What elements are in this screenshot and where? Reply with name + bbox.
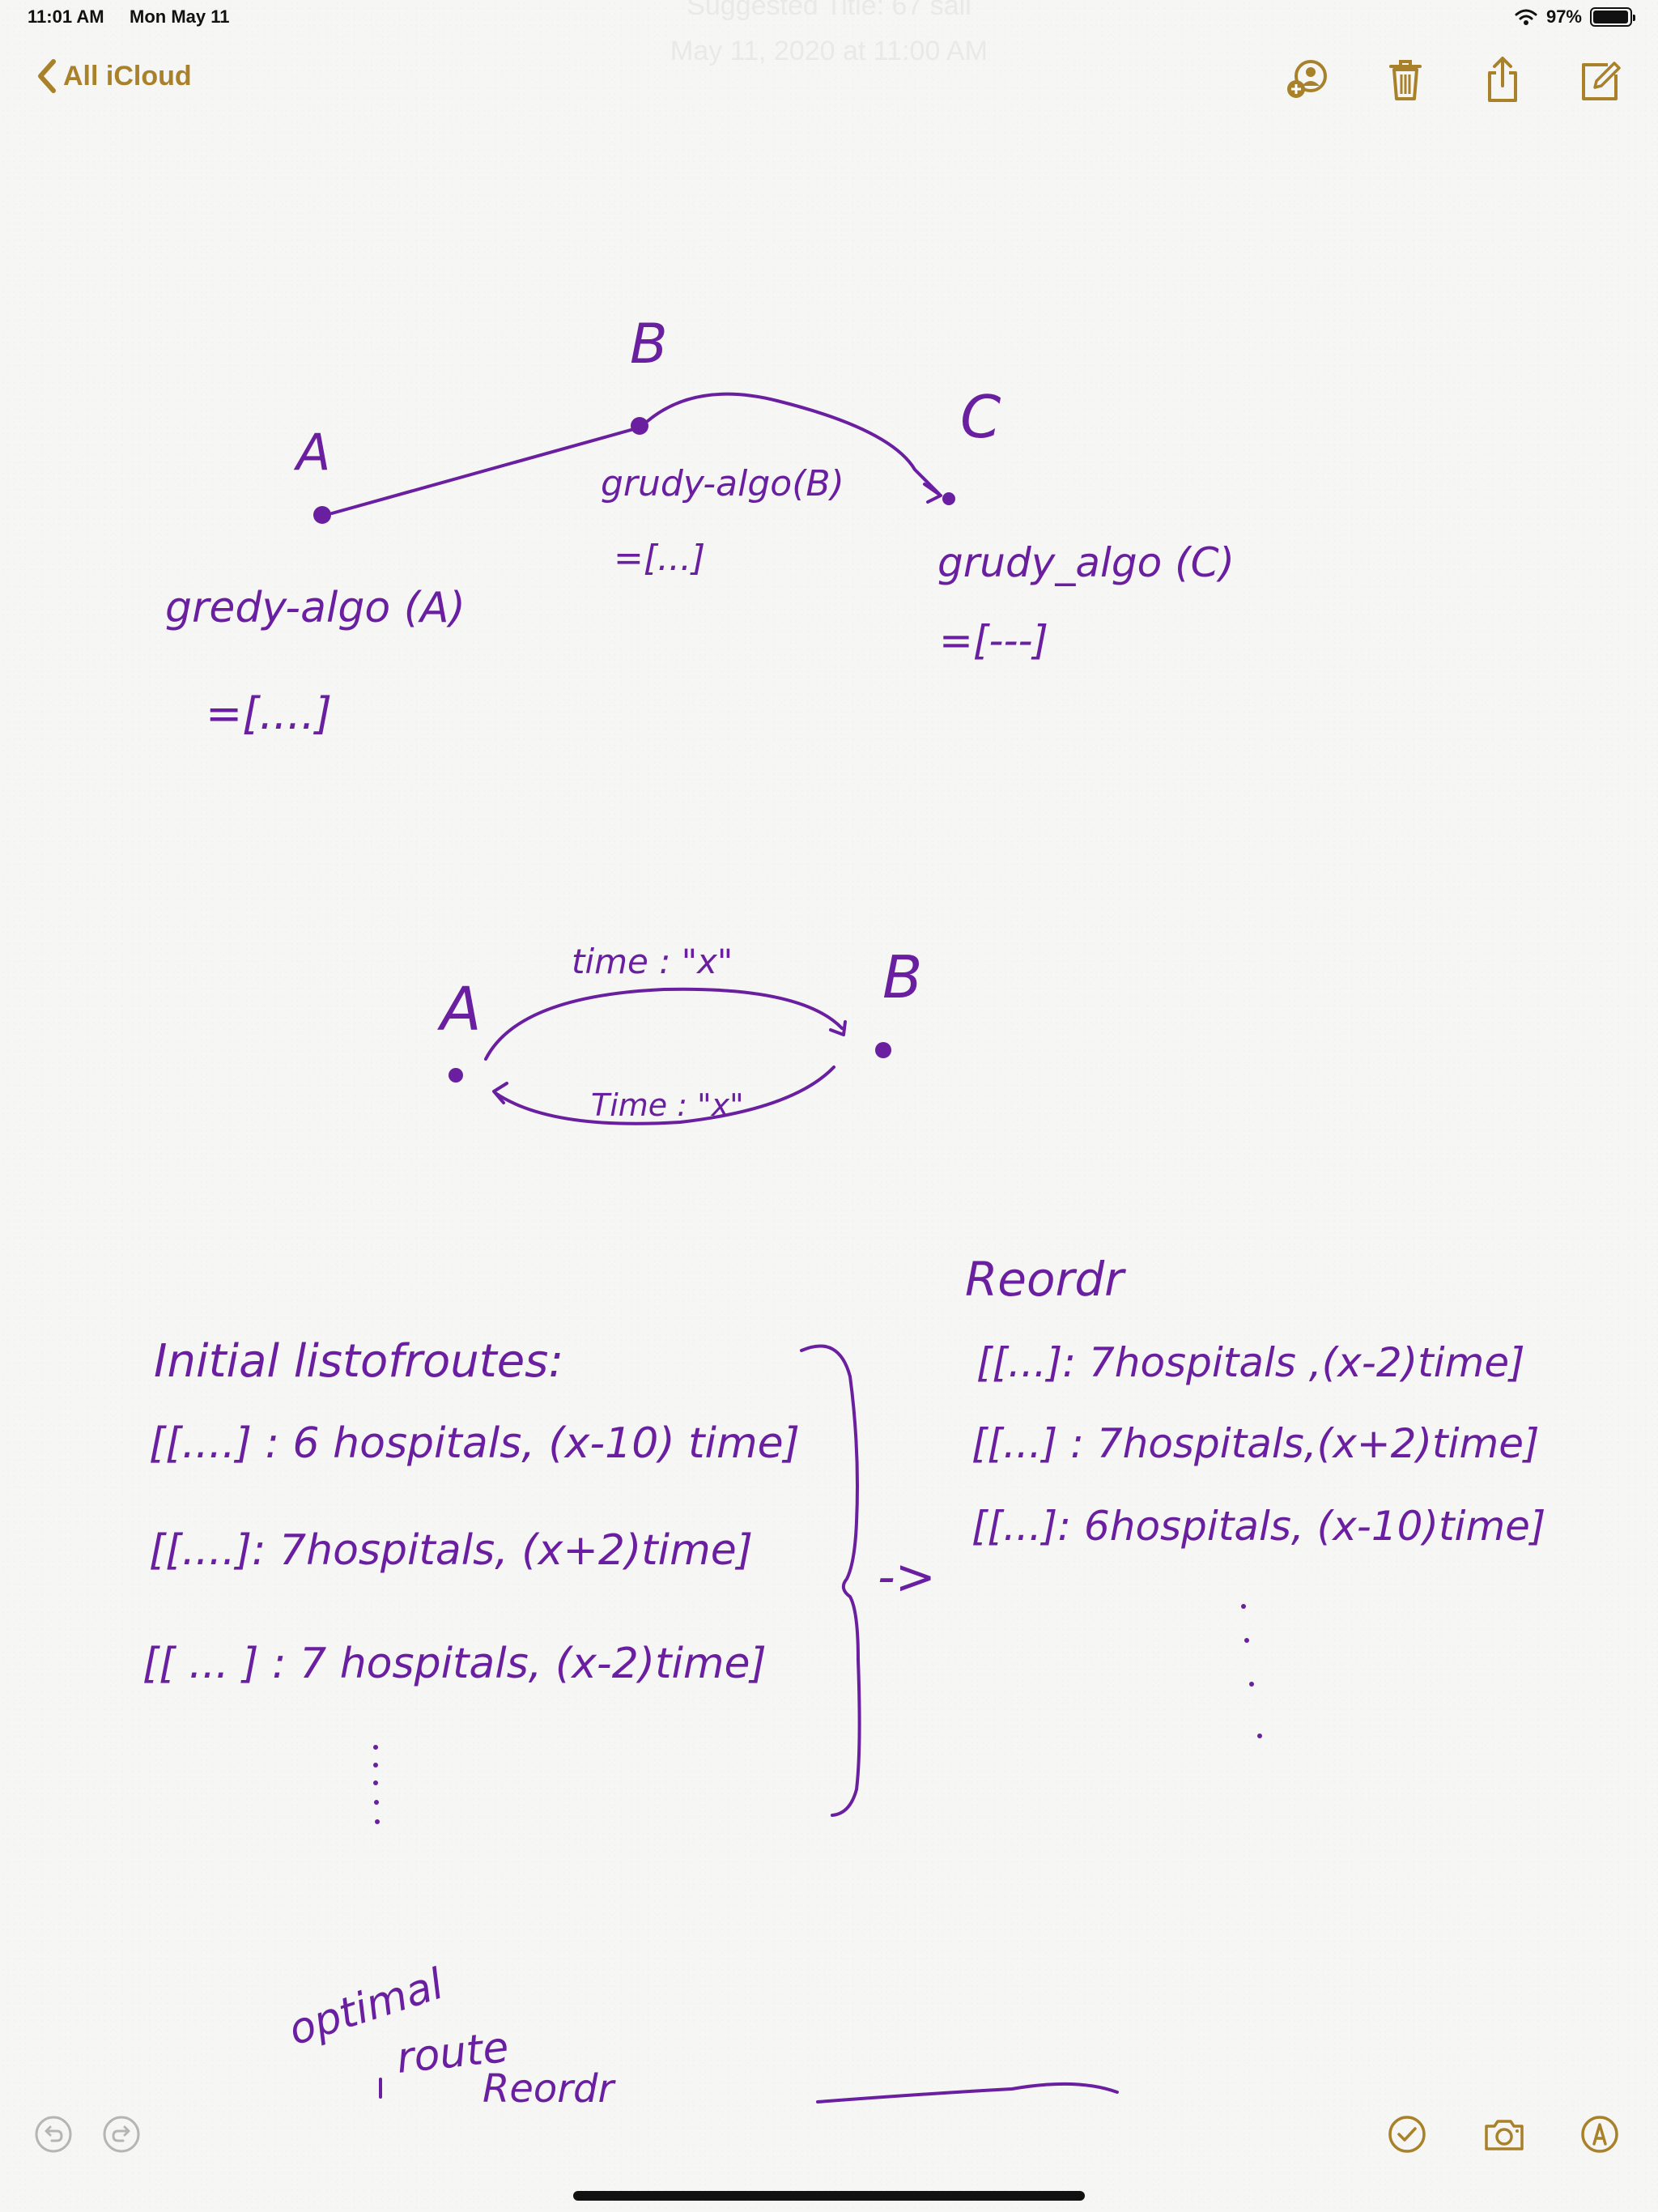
trash-icon [1389, 60, 1422, 100]
share-button[interactable] [1478, 55, 1527, 104]
diagram-greedy-nodes: B C A grudy-algo(B) =[...] grudy_algo (C… [165, 313, 1235, 739]
diagram-two-way-edge: time : "x" A B Time : "x" [437, 942, 922, 1125]
edge-a-b [330, 426, 641, 515]
transform-arrow: -> [878, 1549, 936, 1606]
label-c-value: =[---] [939, 617, 1048, 664]
suggested-title: Suggested Title: 67 sail [687, 0, 971, 21]
battery-cap [1633, 15, 1635, 21]
compose-button[interactable] [1575, 55, 1624, 104]
wifi-icon [1515, 9, 1537, 25]
vertical-ellipsis [373, 1745, 380, 1824]
label-b-value: =[...] [614, 538, 705, 579]
label-a-value: =[....] [206, 688, 332, 739]
markup-icon [1581, 2116, 1618, 2153]
camera-button[interactable] [1482, 2113, 1524, 2155]
node-a-dot [313, 506, 331, 524]
curly-brace [800, 1344, 861, 1817]
route-item: [[ ... ] : 7 hospitals, (x-2)time] [142, 1640, 767, 1688]
vertical-ellipsis [1241, 1604, 1262, 1738]
routes-section: Initial listofroutes: [[....] : 6 hospit… [142, 1335, 936, 1824]
node-b-letter: B [630, 313, 668, 376]
chevron-left-icon [38, 59, 56, 93]
redo-icon [103, 2116, 140, 2153]
status-time: 11:01 AM [28, 6, 104, 27]
reorder-word-partial: Reordr [483, 2066, 616, 2112]
add-person-button[interactable] [1283, 55, 1332, 104]
markup-button[interactable] [1579, 2113, 1621, 2155]
status-bar: 11:01 AM Mon May 11 97% [0, 0, 1658, 39]
back-button[interactable]: All iCloud [36, 58, 192, 94]
route-item: [[....] : 6 hospitals, (x-10) time] [149, 1419, 800, 1468]
battery-level [1593, 11, 1628, 23]
edge-b-to-a [494, 1066, 835, 1125]
camera-icon [1485, 2120, 1524, 2150]
edge-b-c [646, 392, 941, 496]
battery-percent: 97% [1545, 6, 1582, 27]
compose-icon [1582, 62, 1621, 100]
arrowhead-a [492, 1082, 508, 1104]
label-b: grudy-algo(B) [601, 463, 844, 504]
share-icon [1488, 57, 1517, 102]
add-person-icon [1287, 60, 1327, 98]
status-date: Mon May 11 [130, 6, 230, 27]
bottom-edge-label: Time : "x" [591, 1087, 744, 1123]
routes-heading: Initial listofroutes: [154, 1335, 563, 1388]
node-b2-dot [875, 1042, 891, 1058]
node-a-letter: A [293, 423, 330, 482]
optimal-route-section: optimal route Reordr [283, 1959, 1119, 2112]
route-item: [[....]: 7hospitals, (x+2)time] [149, 1526, 753, 1575]
back-label: All iCloud [63, 60, 192, 91]
node-b2-letter: B [882, 943, 922, 1011]
reorder-item: [[...]: 6hospitals, (x-10)time] [971, 1503, 1545, 1550]
node-a2-letter: A [437, 975, 482, 1044]
label-a: gredy-algo (A) [165, 584, 466, 632]
reorder-item: [[...] : 7hospitals,(x+2)time] [971, 1420, 1539, 1467]
undo-icon [35, 2116, 72, 2153]
arrowhead-c [923, 483, 942, 504]
route-word: route [394, 2023, 511, 2083]
reorder-heading: Reordr [965, 1252, 1126, 1307]
arrowhead-b [829, 1020, 847, 1036]
status-indicators: 97% [1514, 6, 1635, 28]
node-a2-dot [449, 1068, 463, 1083]
label-c: grudy_algo (C) [937, 539, 1235, 586]
edge-a-to-b [484, 987, 844, 1061]
undo-button[interactable] [32, 2113, 74, 2155]
redo-button[interactable] [100, 2113, 142, 2155]
home-indicator [573, 2191, 1085, 2201]
checklist-button[interactable] [1386, 2113, 1428, 2155]
reorder-section: Reordr [[...]: 7hospitals ,(x-2)time] [[… [965, 1252, 1545, 1738]
note-date: May 11, 2020 at 11:00 AM [670, 36, 988, 66]
partial-line [816, 2082, 1119, 2104]
top-edge-label: time : "x" [572, 942, 733, 981]
delete-button[interactable] [1381, 55, 1430, 104]
reorder-item: [[...]: 7hospitals ,(x-2)time] [976, 1339, 1525, 1386]
checklist-icon [1388, 2116, 1426, 2153]
node-c-dot [942, 492, 955, 505]
battery-icon [1590, 7, 1635, 27]
node-c-letter: C [960, 383, 1001, 451]
